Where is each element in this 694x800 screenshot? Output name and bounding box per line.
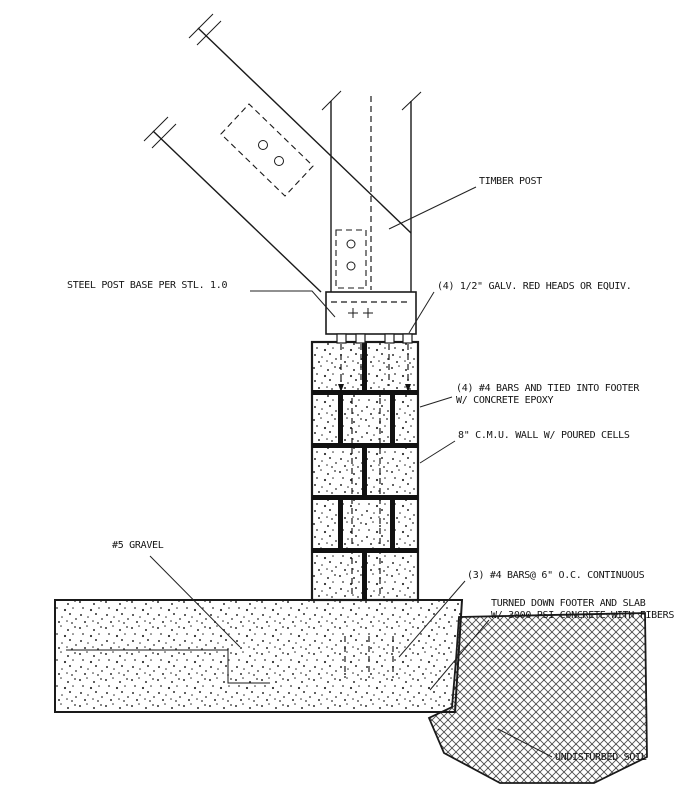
leader-bars-epoxy xyxy=(419,396,453,408)
label-timber-post: TIMBER POST xyxy=(479,176,542,187)
label-gravel: #5 GRAVEL xyxy=(112,540,164,551)
leader-timber-post xyxy=(388,186,477,230)
steel-post-base xyxy=(325,291,417,344)
label-steel-post-base: STEEL POST BASE PER STL. 1.0 xyxy=(67,280,228,291)
timber-post xyxy=(321,90,422,292)
leader-red-heads xyxy=(408,291,435,334)
knee-brace xyxy=(143,13,412,293)
leader-cmu-wall xyxy=(419,440,456,464)
label-footer-slab: TURNED DOWN FOOTER AND SLAB W/ 3000 PSI … xyxy=(491,598,675,621)
leader-lines xyxy=(149,186,553,758)
leader-bars-continuous xyxy=(398,580,466,658)
cmu-wall xyxy=(310,340,420,602)
label-cmu-wall: 8" C.M.U. WALL W/ POURED CELLS xyxy=(458,430,630,441)
label-bars-continuous: (3) #4 BARS@ 6" O.C. CONTINUOUS xyxy=(467,570,645,581)
footer-slab xyxy=(54,599,464,713)
label-bars-epoxy: (4) #4 BARS AND TIED INTO FOOTER W/ CONC… xyxy=(456,383,640,406)
leader-steel-post-base xyxy=(250,290,336,318)
leader-gravel xyxy=(149,555,241,648)
leader-footer-slab xyxy=(429,619,490,691)
label-red-heads: (4) 1/2" GALV. RED HEADS OR EQUIV. xyxy=(437,281,632,292)
label-undisturbed-soil: UNDISTURBED SOIL xyxy=(555,752,647,763)
leader-undisturbed-soil xyxy=(497,728,553,758)
